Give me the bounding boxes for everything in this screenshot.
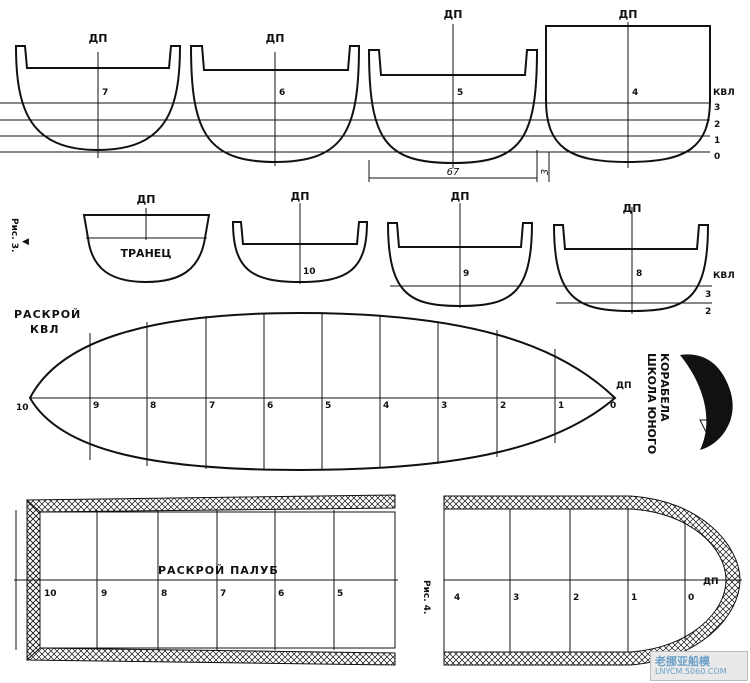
deck-station-10: 10 bbox=[44, 589, 57, 599]
waterline-num-0: 0 bbox=[714, 152, 720, 162]
waterline-cut: РАСКРОЙ КВЛ 10 9 8 7 6 5 4 3 2 1 0 ДП bbox=[14, 308, 632, 472]
deck-station-6: 6 bbox=[278, 589, 284, 599]
dp-label-5: ДП bbox=[443, 8, 462, 21]
kvl-label-top: КВЛ bbox=[713, 88, 735, 98]
wl-station-4: 4 bbox=[383, 401, 389, 411]
deck-station-1: 1 bbox=[631, 593, 637, 603]
deck-station-5: 5 bbox=[337, 589, 343, 599]
wl-station-0: 0 bbox=[610, 401, 616, 411]
waterline-cut-title-2: КВЛ bbox=[30, 323, 60, 336]
mid-waterline-num-3: 3 bbox=[705, 290, 711, 300]
deck-station-9: 9 bbox=[101, 589, 107, 599]
wl-station-2: 2 bbox=[500, 401, 506, 411]
frame-label-5: 5 bbox=[457, 88, 463, 98]
figure-3-label: Рис. 3. bbox=[9, 218, 19, 252]
frame-label-10: 10 bbox=[303, 267, 316, 277]
dim-value-3: 3 bbox=[540, 169, 551, 175]
watermark-url: LNYCM.5060.COM bbox=[655, 667, 727, 676]
dim-value-67: 67 bbox=[447, 167, 460, 178]
waterline-cut-title-1: РАСКРОЙ bbox=[14, 308, 81, 321]
wl-station-6: 6 bbox=[267, 401, 273, 411]
section-10-outline bbox=[231, 221, 369, 284]
site-watermark: 老挪亚船模 LNYCM.5060.COM bbox=[650, 651, 748, 681]
logo-text-2: КОРАБЕЛА bbox=[658, 353, 671, 422]
logo-text-1: ШКОЛА ЮНОГО bbox=[645, 353, 658, 454]
waterline-num-3: 3 bbox=[714, 103, 720, 113]
logo-sail-shape bbox=[680, 354, 733, 450]
school-logo: ШКОЛА ЮНОГО КОРАБЕЛА bbox=[645, 353, 733, 454]
section-9-outline bbox=[386, 222, 534, 308]
wl-dp-label: ДП bbox=[616, 381, 632, 391]
dp-label-8: ДП bbox=[622, 202, 641, 215]
frame-label-6: 6 bbox=[279, 88, 285, 98]
kvl-label-mid: КВЛ bbox=[713, 271, 735, 281]
wl-station-1: 1 bbox=[558, 401, 564, 411]
wl-station-9: 9 bbox=[93, 401, 99, 411]
middle-sections: Рис. 3. ◀ ТРАНЕЦ ДП ДП 10 ДП 9 ДП 8 КВЛ … bbox=[9, 190, 735, 317]
deck-dp-label: ДП bbox=[703, 577, 719, 587]
transom-outline bbox=[82, 214, 211, 284]
wl-station-3: 3 bbox=[441, 401, 447, 411]
mid-waterline-num-2: 2 bbox=[705, 307, 711, 317]
deck-station-3: 3 bbox=[513, 593, 519, 603]
watermark-title: 老挪亚船模 bbox=[655, 655, 710, 668]
section-5-outline bbox=[367, 49, 539, 165]
waterline-num-2: 2 bbox=[714, 120, 720, 130]
dp-label-4: ДП bbox=[618, 8, 637, 21]
figure-3-arrow: ◀ bbox=[22, 237, 29, 247]
deck-station-4: 4 bbox=[454, 593, 460, 603]
logo-head bbox=[708, 370, 722, 384]
deck-station-7: 7 bbox=[220, 589, 226, 599]
figure-4-label: Рис. 4. bbox=[421, 580, 431, 614]
section-8-outline bbox=[552, 224, 710, 313]
deck-cut-aft: РАСКРОЙ ПАЛУБ 10 9 8 7 6 5 bbox=[14, 494, 398, 666]
wl-station-10: 10 bbox=[16, 403, 29, 413]
deck-cut-fore: 4 3 2 1 0 ДП bbox=[443, 495, 742, 666]
waterline-num-1: 1 bbox=[714, 136, 720, 146]
logo-boat bbox=[699, 419, 731, 433]
dp-label-6: ДП bbox=[265, 32, 284, 45]
deck-station-8: 8 bbox=[161, 589, 167, 599]
wl-station-7: 7 bbox=[209, 401, 215, 411]
section-7-outline bbox=[14, 45, 182, 152]
deck-station-2: 2 bbox=[573, 593, 579, 603]
wl-station-5: 5 bbox=[325, 401, 331, 411]
frame-label-8: 8 bbox=[636, 269, 642, 279]
frame-label-4: 4 bbox=[632, 88, 638, 98]
wl-station-8: 8 bbox=[150, 401, 156, 411]
top-sections: ДП ДП ДП ДП 7 6 5 4 КВЛ 3 2 1 0 67 3 bbox=[0, 8, 735, 182]
transom-label: ТРАНЕЦ bbox=[120, 247, 171, 260]
dp-label-10: ДП bbox=[290, 190, 309, 203]
dp-label-transom: ДП bbox=[136, 193, 155, 206]
dp-label-7: ДП bbox=[88, 32, 107, 45]
deck-station-0: 0 bbox=[688, 593, 694, 603]
frame-label-9: 9 bbox=[463, 269, 469, 279]
dp-label-9: ДП bbox=[450, 190, 469, 203]
frame-label-7: 7 bbox=[102, 88, 108, 98]
section-6-outline bbox=[189, 45, 361, 164]
deck-cut-title: РАСКРОЙ ПАЛУБ bbox=[158, 564, 279, 577]
